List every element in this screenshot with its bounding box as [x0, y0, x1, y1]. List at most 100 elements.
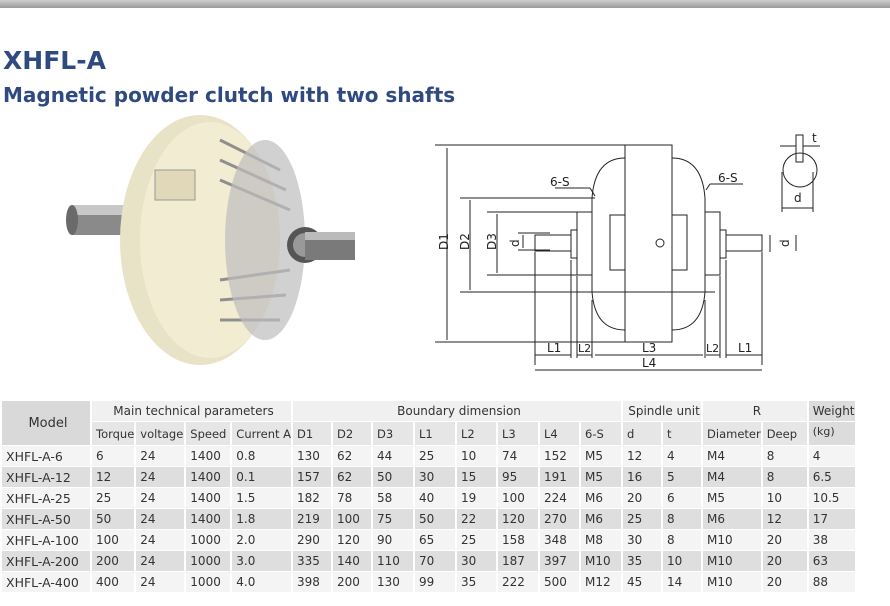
table-cell: 120: [333, 530, 372, 550]
table-cell: M10: [703, 551, 761, 571]
table-cell: M12: [581, 572, 622, 592]
table-cell: 95: [498, 467, 539, 487]
table-cell: 1000: [186, 572, 231, 592]
label-l3: L3: [642, 341, 656, 355]
table-cell: 100: [333, 509, 372, 529]
table-cell: 8: [762, 446, 807, 466]
table-cell: M8: [581, 530, 622, 550]
table-cell: 17: [808, 509, 855, 529]
table-cell: 10: [762, 488, 807, 508]
table-cell: 74: [498, 446, 539, 466]
table-cell: 12: [92, 467, 135, 487]
table-cell: 1000: [186, 530, 231, 550]
table-cell: M10: [581, 551, 622, 571]
table-cell: 110: [373, 551, 414, 571]
cell-model: XHFL-A-12: [2, 467, 90, 487]
table-cell: 15: [457, 467, 497, 487]
table-cell: 12: [623, 446, 662, 466]
header-group-boundary: Boundary dimension: [293, 401, 622, 421]
table-cell: 222: [498, 572, 539, 592]
table-cell: 75: [373, 509, 414, 529]
column-header: d: [623, 422, 662, 445]
table-cell: 8: [762, 467, 807, 487]
table-cell: 35: [623, 551, 662, 571]
clutch-product-photo: [66, 115, 355, 365]
label-d-left: d: [508, 239, 522, 247]
header-group-r: R: [703, 401, 807, 421]
table-cell: 16: [623, 467, 662, 487]
table-cell: 187: [498, 551, 539, 571]
table-cell: M6: [581, 509, 622, 529]
table-cell: 1000: [186, 551, 231, 571]
table-cell: 120: [498, 509, 539, 529]
cell-model: XHFL-A-100: [2, 530, 90, 550]
cell-model: XHFL-A-50: [2, 509, 90, 529]
column-header: L3: [498, 422, 539, 445]
table-cell: M10: [703, 530, 761, 550]
column-header: Diameter: [703, 422, 761, 445]
table-cell: 78: [333, 488, 372, 508]
label-key-d: d: [794, 191, 802, 205]
table-cell: 24: [136, 467, 185, 487]
label-d1: D1: [437, 233, 451, 250]
table-cell: 3.0: [232, 551, 292, 571]
column-header: D1: [293, 422, 332, 445]
table-cell: 100: [498, 488, 539, 508]
dimension-drawing: D1 D2 D3 d 6-S 6-S L1 L2 L3 L2 L1 L4 d t…: [435, 131, 820, 371]
column-header: t: [663, 422, 702, 445]
header-group-main: Main technical parameters: [92, 401, 292, 421]
table-cell: 44: [373, 446, 414, 466]
cell-model: XHFL-A-6: [2, 446, 90, 466]
table-cell: 335: [293, 551, 332, 571]
table-cell: 1.8: [232, 509, 292, 529]
table-cell: 6: [92, 446, 135, 466]
table-cell: 24: [136, 509, 185, 529]
table-cell: 130: [293, 446, 332, 466]
cell-model: XHFL-A-200: [2, 551, 90, 571]
table-cell: 140: [333, 551, 372, 571]
table-cell: 152: [540, 446, 580, 466]
table-cell: 270: [540, 509, 580, 529]
table-cell: 24: [136, 446, 185, 466]
table-cell: 1.5: [232, 488, 292, 508]
column-header: L2: [457, 422, 497, 445]
table-cell: 30: [415, 467, 456, 487]
header-group-spindle: Spindle unit: [623, 401, 702, 421]
table-cell: 1400: [186, 446, 231, 466]
table-cell: 290: [293, 530, 332, 550]
table-cell: 100: [92, 530, 135, 550]
table-cell: 65: [415, 530, 456, 550]
top-bar: [0, 0, 890, 8]
table-cell: M4: [703, 467, 761, 487]
column-header: 6-S: [581, 422, 622, 445]
cell-model: XHFL-A-400: [2, 572, 90, 592]
table-cell: M10: [703, 572, 761, 592]
table-cell: 20: [762, 530, 807, 550]
label-d-right: d: [778, 239, 792, 247]
table-cell: 1400: [186, 488, 231, 508]
column-header: L4: [540, 422, 580, 445]
column-header: Torque: [92, 422, 135, 445]
column-header: Deep: [762, 422, 807, 445]
table-cell: 4: [808, 446, 855, 466]
table-cell: 500: [540, 572, 580, 592]
table-cell: 25: [623, 509, 662, 529]
table-cell: 25: [415, 446, 456, 466]
table-cell: 38: [808, 530, 855, 550]
table-cell: 1400: [186, 509, 231, 529]
table-cell: 10: [457, 446, 497, 466]
table-cell: 398: [293, 572, 332, 592]
table-cell: 8: [663, 509, 702, 529]
column-header: D3: [373, 422, 414, 445]
table-cell: 24: [136, 530, 185, 550]
table-cell: 130: [373, 572, 414, 592]
table-cell: 50: [92, 509, 135, 529]
table-cell: 8: [663, 530, 702, 550]
table-cell: 2.0: [232, 530, 292, 550]
column-header-weight-unit: (kg): [808, 422, 855, 445]
